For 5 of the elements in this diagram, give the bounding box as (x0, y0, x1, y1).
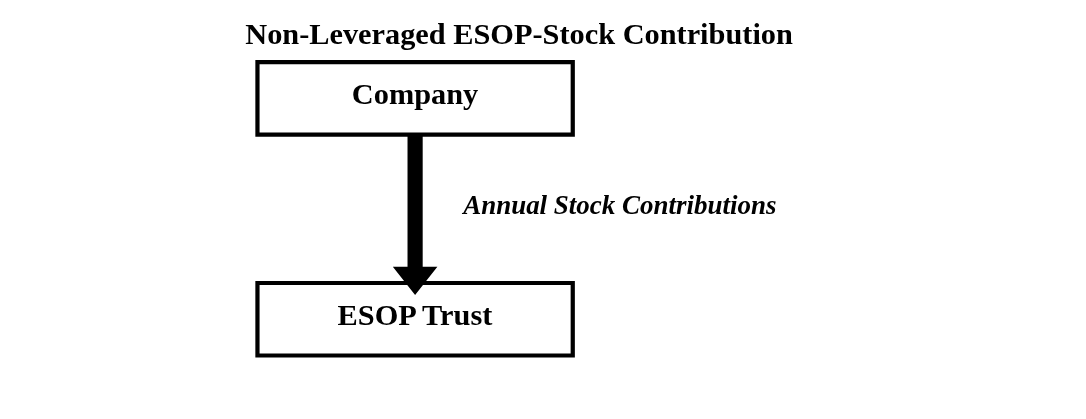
edge-label: Annual Stock Contributions (462, 189, 776, 220)
node-box: ESOP Trust (254, 280, 575, 358)
diagram-title: Non-Leveraged ESOP-Stock Contribution (244, 17, 793, 52)
node-box: Company (254, 60, 575, 137)
arrow (392, 135, 437, 295)
